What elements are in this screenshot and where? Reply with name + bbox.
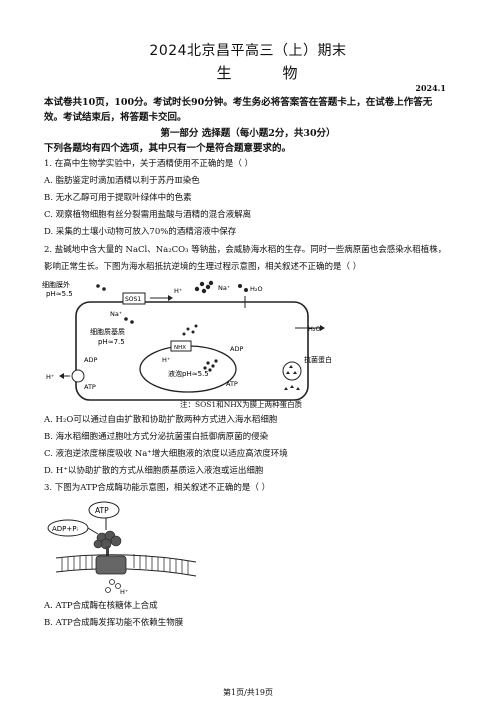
- nhx-protein: [170, 340, 192, 352]
- q2-option-a: A. H₂O可以通过自由扩散和协助扩散两种方式进入海水稻细胞: [44, 415, 278, 425]
- label-h-plus-vacuole: H⁺: [162, 356, 170, 364]
- vacuole-membrane: [139, 345, 237, 393]
- label-adp-left: ADP: [84, 356, 97, 364]
- label-adp-right: ADP: [230, 345, 243, 353]
- label-na-plus-top: Na⁺: [218, 284, 230, 292]
- instructions-line2: 效。考试结束后，将答题卡交回。: [44, 112, 187, 123]
- q3-atp-synthase-diagram: ATP ADP+Pᵢ: [46, 498, 206, 598]
- cell-membrane: [75, 301, 309, 401]
- q3-option-a: A. ATP合成酶在核糖体上合成: [44, 601, 158, 611]
- label-cytoplasm: 细胞质基质: [90, 327, 125, 336]
- section-note: 下列各题均有四个选项，其中只有一个是符合题意要求的。: [44, 143, 292, 154]
- label-cytoplasm-ph: pH≈7.5: [98, 338, 125, 346]
- section-title: 第一部分 选择题（每小题2分，共30分）: [160, 128, 336, 139]
- q2-option-b: B. 海水稻细胞通过胞吐方式分泌抗菌蛋白抵御病原菌的侵染: [44, 432, 269, 442]
- q1-option-c: C. 观察植物细胞有丝分裂需用盐酸与酒精的混合液解离: [44, 210, 252, 220]
- q3-stem: 3. 下图为ATP合成酶功能示意图，相关叙述不正确的是（ ）: [44, 483, 271, 493]
- label-vacuole: 液泡pH≈5.5: [168, 369, 209, 378]
- label-outside: 细胞膜外: [42, 280, 70, 289]
- q2-option-d: D. H⁺以协助扩散的方式从细胞质基质运入液泡或运出细胞: [44, 466, 264, 476]
- label-h-plus-top: H⁺: [174, 287, 182, 295]
- label-antibacterial: 抗菌蛋白: [304, 355, 332, 364]
- q2-diagram-svg: 细胞膜外 pH≈5.5 SOS1 H⁺ Na⁺ H₂O Na⁺ H₂O 细胞质基…: [42, 280, 332, 401]
- label-outside-ph: pH≈5.5: [46, 290, 73, 298]
- q2-cell-diagram: 细胞膜外 pH≈5.5 SOS1 H⁺ Na⁺ H₂O Na⁺ H₂O 细胞质基…: [40, 278, 340, 408]
- label-na-plus-left: Na⁺: [110, 310, 122, 318]
- atp-bubble: [88, 501, 120, 519]
- page-footer: 第1页/共19页: [223, 688, 273, 697]
- subject-title: 生 物: [216, 64, 316, 82]
- na-dots-vacuole: [203, 359, 218, 372]
- atp-pump-left: [71, 369, 85, 383]
- f1-head: [93, 530, 122, 550]
- label-h2o-top: H₂O: [250, 285, 263, 293]
- q3-option-b: B. ATP合成酶发挥功能不依赖生物膜: [44, 618, 184, 628]
- q2-stem-line2: 影响正常生长。下图为海水稻抵抗逆境的生理过程示意图，相关叙述不正确的是（ ）: [44, 262, 362, 272]
- label-nhx: NHX: [174, 345, 186, 351]
- label-atp: ATP: [95, 506, 109, 515]
- q3-diagram-svg: ATP ADP+Pᵢ: [47, 501, 197, 596]
- q2-diagram-note: 注：SOS1和NHX为膜上两种蛋白质: [180, 400, 303, 409]
- label-adp-pi: ADP+Pᵢ: [52, 525, 78, 533]
- label-h-plus-left: H⁺: [46, 373, 54, 381]
- q1-option-d: D. 采集的土壤小动物可放入70%的酒精溶液中保存: [44, 227, 237, 237]
- q1-option-b: B. 无水乙醇可用于提取叶绿体中的色素: [44, 193, 192, 203]
- instructions-line1: 本试卷共10页，100分。考试时长90分钟。考生务必将答案答在答题卡上，在试卷上…: [44, 97, 433, 108]
- label-h2o-right: H₂O: [308, 325, 321, 333]
- label-sos1: SOS1: [125, 296, 141, 303]
- fo-rotor: [95, 555, 127, 575]
- na-dots-outside: [96, 280, 248, 294]
- label-h-plus: H⁺: [120, 588, 128, 596]
- q2-stem-line1: 2. 盐碱地中含大量的 NaCl、Na₂CO₃ 等钠盐，会威胁海水稻的生存。同时…: [44, 245, 447, 255]
- exam-title: 2024北京昌平高三（上）期末: [149, 43, 347, 59]
- label-atp-right: ATP: [226, 380, 238, 388]
- q1-option-a: A. 脂肪鉴定时滴加酒精以利于苏丹Ⅲ染色: [44, 176, 200, 186]
- na-dots-cytoplasm: [124, 317, 198, 336]
- stalk: [106, 546, 109, 560]
- exam-date: 2024.1: [415, 83, 446, 93]
- q1-stem: 1. 在高中生物学实验中，关于酒精使用不正确的是（ ）: [44, 159, 254, 169]
- q2-option-c: C. 液泡逆浓度梯度吸收 Na⁺增大细胞液的浓度以适应高浓度环境: [44, 449, 288, 459]
- label-atp-left: ATP: [84, 383, 96, 391]
- antibacterial-vesicle: [282, 361, 302, 381]
- h-plus-ions: [105, 579, 121, 593]
- sos1-protein: [122, 292, 146, 305]
